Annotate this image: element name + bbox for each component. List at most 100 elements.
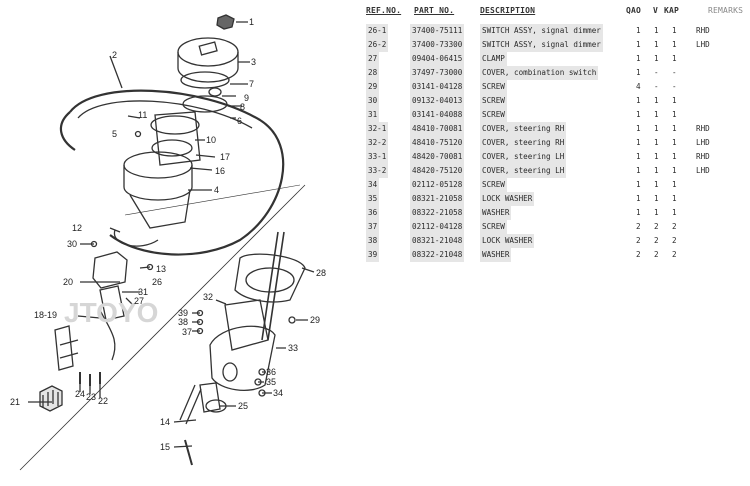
ref-cell: 32-1 xyxy=(366,122,389,136)
remarks-cell: RHD xyxy=(696,152,710,161)
part-no-cell: 48420-70081 xyxy=(410,150,465,164)
ref-cell: 27 xyxy=(366,52,380,66)
part-no-cell: 08321-21058 xyxy=(410,192,465,206)
callout-37: 37 xyxy=(182,327,192,337)
qty-c-cell: - xyxy=(672,82,677,91)
header-remarks: REMARKS xyxy=(708,6,744,15)
part-no-cell: 08322-21048 xyxy=(410,248,465,262)
callout-16: 16 xyxy=(215,166,225,176)
callout-30: 30 xyxy=(67,239,77,249)
callout-18-19: 18-19 xyxy=(34,310,57,320)
ref-cell: 39 xyxy=(366,248,380,262)
callout-26: 26 xyxy=(152,277,162,287)
header-ref-no: REF.NO. xyxy=(366,6,402,15)
remarks-cell: LHD xyxy=(696,166,710,175)
qty-b-cell: 1 xyxy=(654,110,659,119)
header-description: DESCRIPTION xyxy=(480,6,536,15)
part-no-cell: 08322-21058 xyxy=(410,206,465,220)
callout-10: 10 xyxy=(206,135,216,145)
qty-b-cell: 1 xyxy=(654,54,659,63)
qty-b-cell: - xyxy=(654,68,659,77)
part-no-cell: 09404-06415 xyxy=(410,52,465,66)
callout-13: 13 xyxy=(156,264,166,274)
ref-cell: 36 xyxy=(366,206,380,220)
callout-38: 38 xyxy=(178,317,188,327)
description-cell: SCREW xyxy=(480,178,507,192)
callout-39: 39 xyxy=(178,308,188,318)
callout-15: 15 xyxy=(160,442,170,452)
header-qty-c: KAP xyxy=(664,6,680,15)
callout-11: 11 xyxy=(138,110,147,120)
steering-cover-lh-part xyxy=(209,325,276,391)
qty-b-cell: 1 xyxy=(654,180,659,189)
qty-a-cell: 4 xyxy=(636,82,641,91)
qty-c-cell: 1 xyxy=(672,26,677,35)
description-cell: SCREW xyxy=(480,80,507,94)
qty-c-cell: 1 xyxy=(672,180,677,189)
ref-cell: 29 xyxy=(366,80,380,94)
callout-33: 33 xyxy=(288,343,298,353)
callout-35: 35 xyxy=(266,377,276,387)
qty-a-cell: 2 xyxy=(636,236,641,245)
header-qty-b: V xyxy=(653,6,659,15)
qty-a-cell: 1 xyxy=(636,194,641,203)
qty-b-cell: 2 xyxy=(654,250,659,259)
qty-a-cell: 1 xyxy=(636,26,641,35)
qty-c-cell: 1 xyxy=(672,54,677,63)
part-no-cell: 08321-21048 xyxy=(410,234,465,248)
qty-b-cell: 1 xyxy=(654,96,659,105)
part-no-cell: 02112-05128 xyxy=(410,178,465,192)
description-cell: COVER, combination switch xyxy=(480,66,599,80)
ref-cell: 37 xyxy=(366,220,380,234)
ref-cell: 33-2 xyxy=(366,164,389,178)
remarks-cell: LHD xyxy=(696,138,710,147)
description-cell: LOCK WASHER xyxy=(480,192,535,206)
callout-8: 8 xyxy=(240,102,245,112)
description-cell: COVER, steering RH xyxy=(480,122,567,136)
exploded-diagram: JTOYO 1 2 3 7 9 8 6 11 5 10 17 16 4 12 3… xyxy=(0,0,360,486)
ref-cell: 32-2 xyxy=(366,136,389,150)
description-cell: WASHER xyxy=(480,206,512,220)
qty-c-cell: 1 xyxy=(672,124,677,133)
steering-wheel-rim-part xyxy=(69,89,285,256)
qty-c-cell: 1 xyxy=(672,110,677,119)
ref-cell: 34 xyxy=(366,178,380,192)
callout-1: 1 xyxy=(249,17,254,27)
part-no-cell: 37497-73000 xyxy=(410,66,465,80)
qty-b-cell: 1 xyxy=(654,166,659,175)
header-qty-a: QAO xyxy=(626,6,642,15)
part-no-cell: 09132-04013 xyxy=(410,94,465,108)
ref-cell: 28 xyxy=(366,66,380,80)
qty-b-cell: 2 xyxy=(654,222,659,231)
callout-25: 25 xyxy=(238,401,248,411)
description-cell: SWITCH ASSY, signal dimmer xyxy=(480,24,603,38)
qty-a-cell: 1 xyxy=(636,208,641,217)
qty-b-cell: 1 xyxy=(654,152,659,161)
qty-b-cell: 2 xyxy=(654,236,659,245)
qty-a-cell: 1 xyxy=(636,110,641,119)
ref-cell: 35 xyxy=(366,192,380,206)
callout-3: 3 xyxy=(251,57,256,67)
qty-c-cell: 1 xyxy=(672,40,677,49)
part-no-cell: 37400-73300 xyxy=(410,38,465,52)
callout-5: 5 xyxy=(112,129,117,139)
qty-b-cell: 1 xyxy=(654,26,659,35)
table-row: 28 37497-73000 COVER, combination switch 1 -… xyxy=(362,66,747,80)
qty-c-cell: 1 xyxy=(672,194,677,203)
qty-a-cell: 1 xyxy=(636,68,641,77)
horn-cap-part xyxy=(216,14,235,30)
qty-c-cell: 1 xyxy=(672,96,677,105)
remarks-cell: LHD xyxy=(696,40,710,49)
description-cell: COVER, steering LH xyxy=(480,150,567,164)
